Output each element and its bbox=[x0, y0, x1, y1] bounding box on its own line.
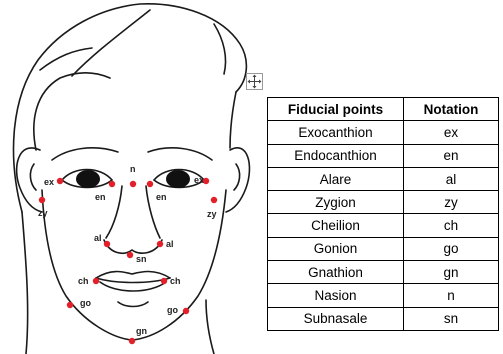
point-go-left bbox=[67, 302, 73, 308]
table-row: Gonion go bbox=[268, 237, 499, 260]
lower-lip bbox=[100, 282, 166, 291]
label-n: n bbox=[130, 164, 136, 174]
table-row: Zygion zy bbox=[268, 191, 499, 214]
point-ch-left bbox=[93, 278, 99, 284]
label-go-left: go bbox=[80, 298, 91, 308]
point-zy-left bbox=[39, 197, 45, 203]
cell-point: Nasion bbox=[268, 284, 404, 307]
nose-bridge-left bbox=[106, 186, 122, 238]
cell-notation: al bbox=[404, 167, 499, 190]
label-ex-left: ex bbox=[44, 177, 54, 187]
cell-notation: sn bbox=[404, 307, 499, 330]
cell-point: Zygion bbox=[268, 191, 404, 214]
left-ear bbox=[17, 148, 42, 212]
nose-base bbox=[104, 240, 162, 253]
cell-notation: ch bbox=[404, 214, 499, 237]
hairline-right bbox=[230, 92, 236, 148]
right-iris bbox=[166, 170, 190, 188]
cell-notation: go bbox=[404, 237, 499, 260]
point-gn bbox=[129, 338, 135, 344]
label-en-right: en bbox=[156, 192, 167, 202]
table-header-row: Fiducial points Notation bbox=[268, 98, 499, 121]
right-ear bbox=[226, 148, 249, 212]
table-row: Exocanthion ex bbox=[268, 121, 499, 144]
neck-right bbox=[206, 300, 214, 354]
cell-notation: n bbox=[404, 284, 499, 307]
point-al-right bbox=[157, 241, 163, 247]
label-zy-left: zy bbox=[38, 208, 48, 218]
cell-point: Gnathion bbox=[268, 261, 404, 284]
point-en-right bbox=[147, 181, 153, 187]
upper-lip bbox=[96, 272, 170, 279]
label-ch-right: ch bbox=[170, 276, 181, 286]
cell-point: Gonion bbox=[268, 237, 404, 260]
cell-point: Alare bbox=[268, 167, 404, 190]
point-sn bbox=[127, 252, 133, 258]
right-eyebrow bbox=[148, 148, 212, 160]
table-row: Gnathion gn bbox=[268, 261, 499, 284]
point-go-right bbox=[183, 308, 189, 314]
label-ch-left: ch bbox=[78, 276, 89, 286]
move-handle[interactable] bbox=[246, 73, 263, 90]
neck-left bbox=[22, 212, 28, 354]
label-gn: gn bbox=[136, 326, 147, 336]
cell-notation: en bbox=[404, 144, 499, 167]
label-zy-right: zy bbox=[207, 209, 217, 219]
header-notation: Notation bbox=[404, 98, 499, 121]
cell-point: Exocanthion bbox=[268, 121, 404, 144]
table-row: Alare al bbox=[268, 167, 499, 190]
cell-point: Subnasale bbox=[268, 307, 404, 330]
hair-strand-1 bbox=[214, 24, 226, 74]
left-eyebrow bbox=[52, 148, 118, 160]
fiducial-labels: ex ex en en n zy zy al al sn ch ch go go… bbox=[38, 164, 217, 336]
fiducial-table: Fiducial points Notation Exocanthion ex … bbox=[267, 97, 499, 331]
point-ex-left bbox=[57, 178, 63, 184]
label-sn: sn bbox=[136, 254, 147, 264]
right-ear-inner bbox=[234, 164, 240, 190]
point-en-left bbox=[109, 181, 115, 187]
hair-strand-2 bbox=[40, 48, 92, 70]
point-n bbox=[130, 181, 136, 187]
table-row: Subnasale sn bbox=[268, 307, 499, 330]
label-al-right: al bbox=[166, 239, 174, 249]
table-row: Nasion n bbox=[268, 284, 499, 307]
label-en-left: en bbox=[95, 192, 106, 202]
label-ex-right: ex bbox=[194, 175, 204, 185]
chin-crease bbox=[118, 302, 148, 307]
header-fiducial-points: Fiducial points bbox=[268, 98, 404, 121]
cell-notation: ex bbox=[404, 121, 499, 144]
table-row: Endocanthion en bbox=[268, 144, 499, 167]
cell-notation: zy bbox=[404, 191, 499, 214]
hairline-left bbox=[34, 73, 110, 150]
left-ear-inner bbox=[30, 164, 36, 190]
label-go-right: go bbox=[167, 305, 178, 315]
table-row: Cheilion ch bbox=[268, 214, 499, 237]
label-al-left: al bbox=[94, 233, 102, 243]
left-iris bbox=[76, 170, 100, 188]
point-ch-right bbox=[161, 278, 167, 284]
point-zy-right bbox=[211, 197, 217, 203]
face-left-side bbox=[42, 190, 132, 340]
fiducial-points bbox=[39, 178, 217, 344]
cell-point: Cheilion bbox=[268, 214, 404, 237]
point-al-left bbox=[104, 241, 110, 247]
hair-parting bbox=[72, 10, 150, 76]
cell-notation: gn bbox=[404, 261, 499, 284]
move-arrows-icon bbox=[247, 74, 262, 89]
cell-point: Endocanthion bbox=[268, 144, 404, 167]
lips-line bbox=[96, 278, 170, 283]
